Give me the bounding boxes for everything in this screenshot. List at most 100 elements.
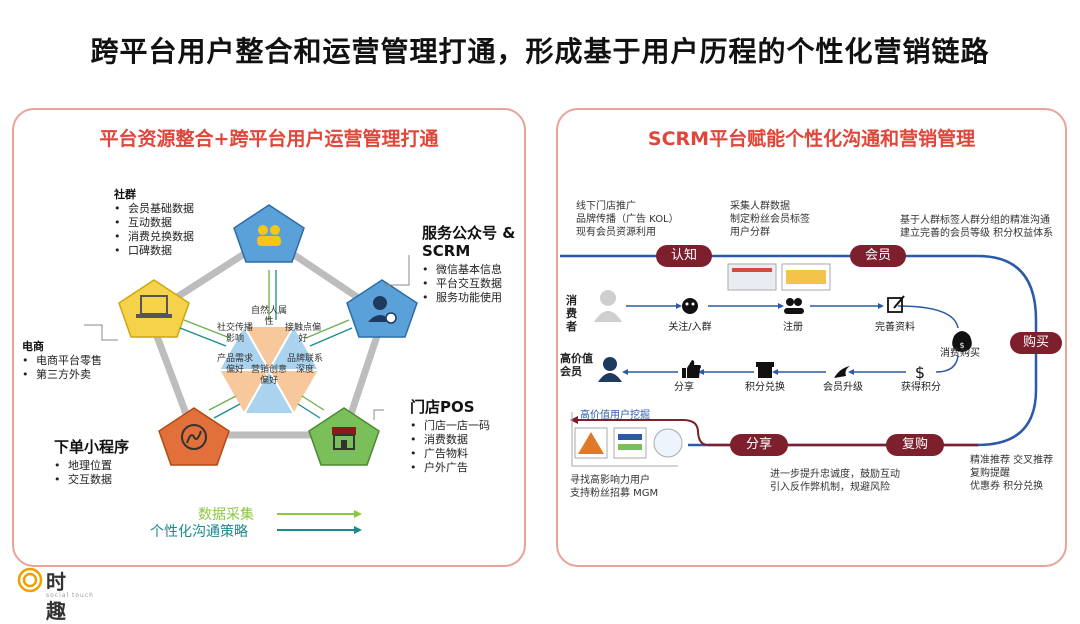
vip-member-label: 高价值会员: [560, 352, 593, 378]
note-line: 进一步提升忠诚度，鼓励互动: [770, 469, 900, 480]
left-panel: 平台资源整合+跨平台用户运营管理打通: [12, 108, 526, 567]
mining-label: 高价值用户挖掘: [580, 410, 650, 421]
note-line: 支持粉丝招募 MGM: [570, 488, 659, 499]
community-item: 互动数据: [114, 216, 234, 230]
community-item: 消费兑换数据: [114, 230, 234, 244]
member-data-notes: 采集人群数据 制定粉丝会员标签 用户分群: [730, 200, 860, 239]
dashboard-thumbnail: [727, 263, 777, 291]
community-title: 社群: [114, 188, 136, 201]
mini-program-icon: [181, 424, 207, 450]
main-flow-line: [560, 254, 1038, 447]
mini-program-item: 地理位置: [54, 459, 144, 473]
service-item: 微信基本信息: [422, 263, 522, 277]
store-item: 消费数据: [410, 433, 520, 447]
store-group: 门店POS 门店一店一码 消费数据 广告物料 户外广告: [410, 396, 520, 475]
svg-text:$: $: [915, 363, 925, 382]
community-item: 会员基础数据: [114, 202, 234, 216]
community-icon: [257, 225, 281, 246]
hex-label-touchpoint: 接触点偏好: [284, 323, 321, 344]
step-purchase: 消费购买: [940, 348, 980, 359]
step-register: 注册: [783, 322, 803, 333]
consumer-label: 消费者: [566, 294, 577, 333]
step-follow: 关注/入群: [668, 322, 712, 333]
collect-legend-label: 数据采集: [198, 507, 254, 523]
upgrade-icon: [834, 366, 850, 378]
points-icon: $: [915, 363, 925, 382]
note-line: 采集人群数据: [730, 201, 790, 212]
register-users-icon: [784, 298, 804, 314]
service-item: 服务功能使用: [422, 291, 522, 305]
note-line: 优惠券 积分兑换: [970, 481, 1044, 492]
stage-repurchase-pill: 复购: [886, 434, 944, 456]
note-line: 品牌传播（广告 KOL）: [576, 214, 679, 225]
ecommerce-item: 第三方外卖: [22, 368, 102, 382]
note-line: 现有会员资源利用: [576, 227, 656, 238]
edit-profile-icon: [887, 295, 905, 313]
stage-member-pill: 会员: [850, 245, 906, 267]
store-item: 户外广告: [410, 461, 520, 475]
ecommerce-group: 电商 电商平台零售 第三方外卖: [22, 338, 102, 382]
note-line: 制定粉丝会员标签: [730, 214, 810, 225]
svg-text:$: $: [959, 341, 964, 350]
step-upgrade: 会员升级: [823, 382, 863, 393]
note-line: 建立完善的会员等级 积分权益体系: [900, 228, 1054, 239]
note-line: 寻找高影响力用户: [570, 475, 650, 486]
precision-notes: 基于人群标签人群分组的精准沟通 建立完善的会员等级 积分权益体系: [900, 214, 1065, 240]
note-line: 线下门店推广: [576, 201, 636, 212]
page-title: 跨平台用户整合和运营管理打通，形成基于用户历程的个性化营销链路: [90, 35, 990, 68]
hex-label-product: 产品需求偏好: [216, 354, 253, 375]
mini-program-title: 下单小程序: [54, 438, 130, 456]
gift-icon: [756, 362, 774, 378]
step-complete-profile: 完善资料: [875, 322, 915, 333]
mgm-notes: 寻找高影响力用户 支持粉丝招募 MGM: [570, 474, 710, 500]
logo-rings-icon: [17, 567, 43, 593]
loyalty-notes: 进一步提升忠诚度，鼓励互动 引入反作弊机制，规避风险: [770, 468, 940, 494]
right-panel: SCRM平台赋能个性化沟通和营销管理: [556, 108, 1067, 567]
note-line: 复购提醒: [970, 468, 1010, 479]
hexagon-core: [217, 323, 321, 417]
note-line: 精准推荐 交叉推荐: [970, 455, 1054, 466]
awareness-notes: 线下门店推广 品牌传播（广告 KOL） 现有会员资源利用: [576, 200, 726, 239]
store-item: 门店一店一码: [410, 419, 520, 433]
service-item: 平台交互数据: [422, 277, 522, 291]
ecommerce-node: [118, 279, 190, 338]
pentagon-diagram: [84, 204, 418, 534]
left-panel-title: 平台资源整合+跨平台用户运营管理打通: [99, 128, 439, 150]
hex-label-social: 社交传播影响: [216, 323, 253, 344]
vip-member-icon: [598, 357, 622, 382]
community-node: [233, 204, 305, 263]
step-redeem: 积分兑换: [745, 382, 785, 393]
service-group: 服务公众号 & SCRM 微信基本信息 平台交互数据 服务功能使用: [422, 224, 522, 305]
mini-program-item: 交互数据: [54, 473, 144, 487]
store-item: 广告物料: [410, 447, 520, 461]
logo-subtitle: social touch: [46, 592, 94, 599]
money-bag-icon: $: [952, 331, 972, 352]
community-item: 口碑数据: [114, 244, 234, 258]
hex-label-creative: 营销创意偏好: [250, 365, 287, 386]
service-title: 服务公众号 & SCRM: [422, 224, 516, 260]
right-panel-title: SCRM平台赋能个性化沟通和营销管理: [647, 128, 976, 150]
ecommerce-title: 电商: [22, 340, 44, 353]
step-share: 分享: [674, 382, 694, 393]
store-node: [308, 407, 380, 466]
strategy-legend-label: 个性化沟通策略: [150, 524, 248, 540]
ecommerce-item: 电商平台零售: [22, 354, 102, 368]
step-earn-points: 获得积分: [901, 382, 941, 393]
stage-purchase-pill: 购买: [1010, 332, 1062, 354]
connector-arrows: [183, 270, 350, 411]
mini-program-group: 下单小程序 地理位置 交互数据: [54, 438, 144, 487]
stage-awareness-pill: 认知: [656, 245, 712, 267]
thumbs-up-icon: [682, 360, 701, 378]
hex-label-natural: 自然人属性: [250, 306, 287, 327]
stage-share-pill: 分享: [730, 434, 788, 456]
note-line: 用户分群: [730, 227, 770, 238]
store-title: 门店POS: [410, 398, 475, 416]
store-icon: [332, 427, 356, 450]
user-check-icon: [368, 296, 397, 324]
consumer-avatar-icon: [594, 290, 622, 322]
laptop-shop-icon: [136, 295, 172, 318]
wechat-icon: [682, 298, 698, 314]
recommend-notes: 精准推荐 交叉推荐 复购提醒 优惠券 积分兑换: [970, 454, 1065, 493]
hex-label-brand: 品牌联系深度: [286, 354, 323, 375]
community-group: 社群 会员基础数据 互动数据 消费兑换数据 口碑数据: [114, 186, 234, 258]
